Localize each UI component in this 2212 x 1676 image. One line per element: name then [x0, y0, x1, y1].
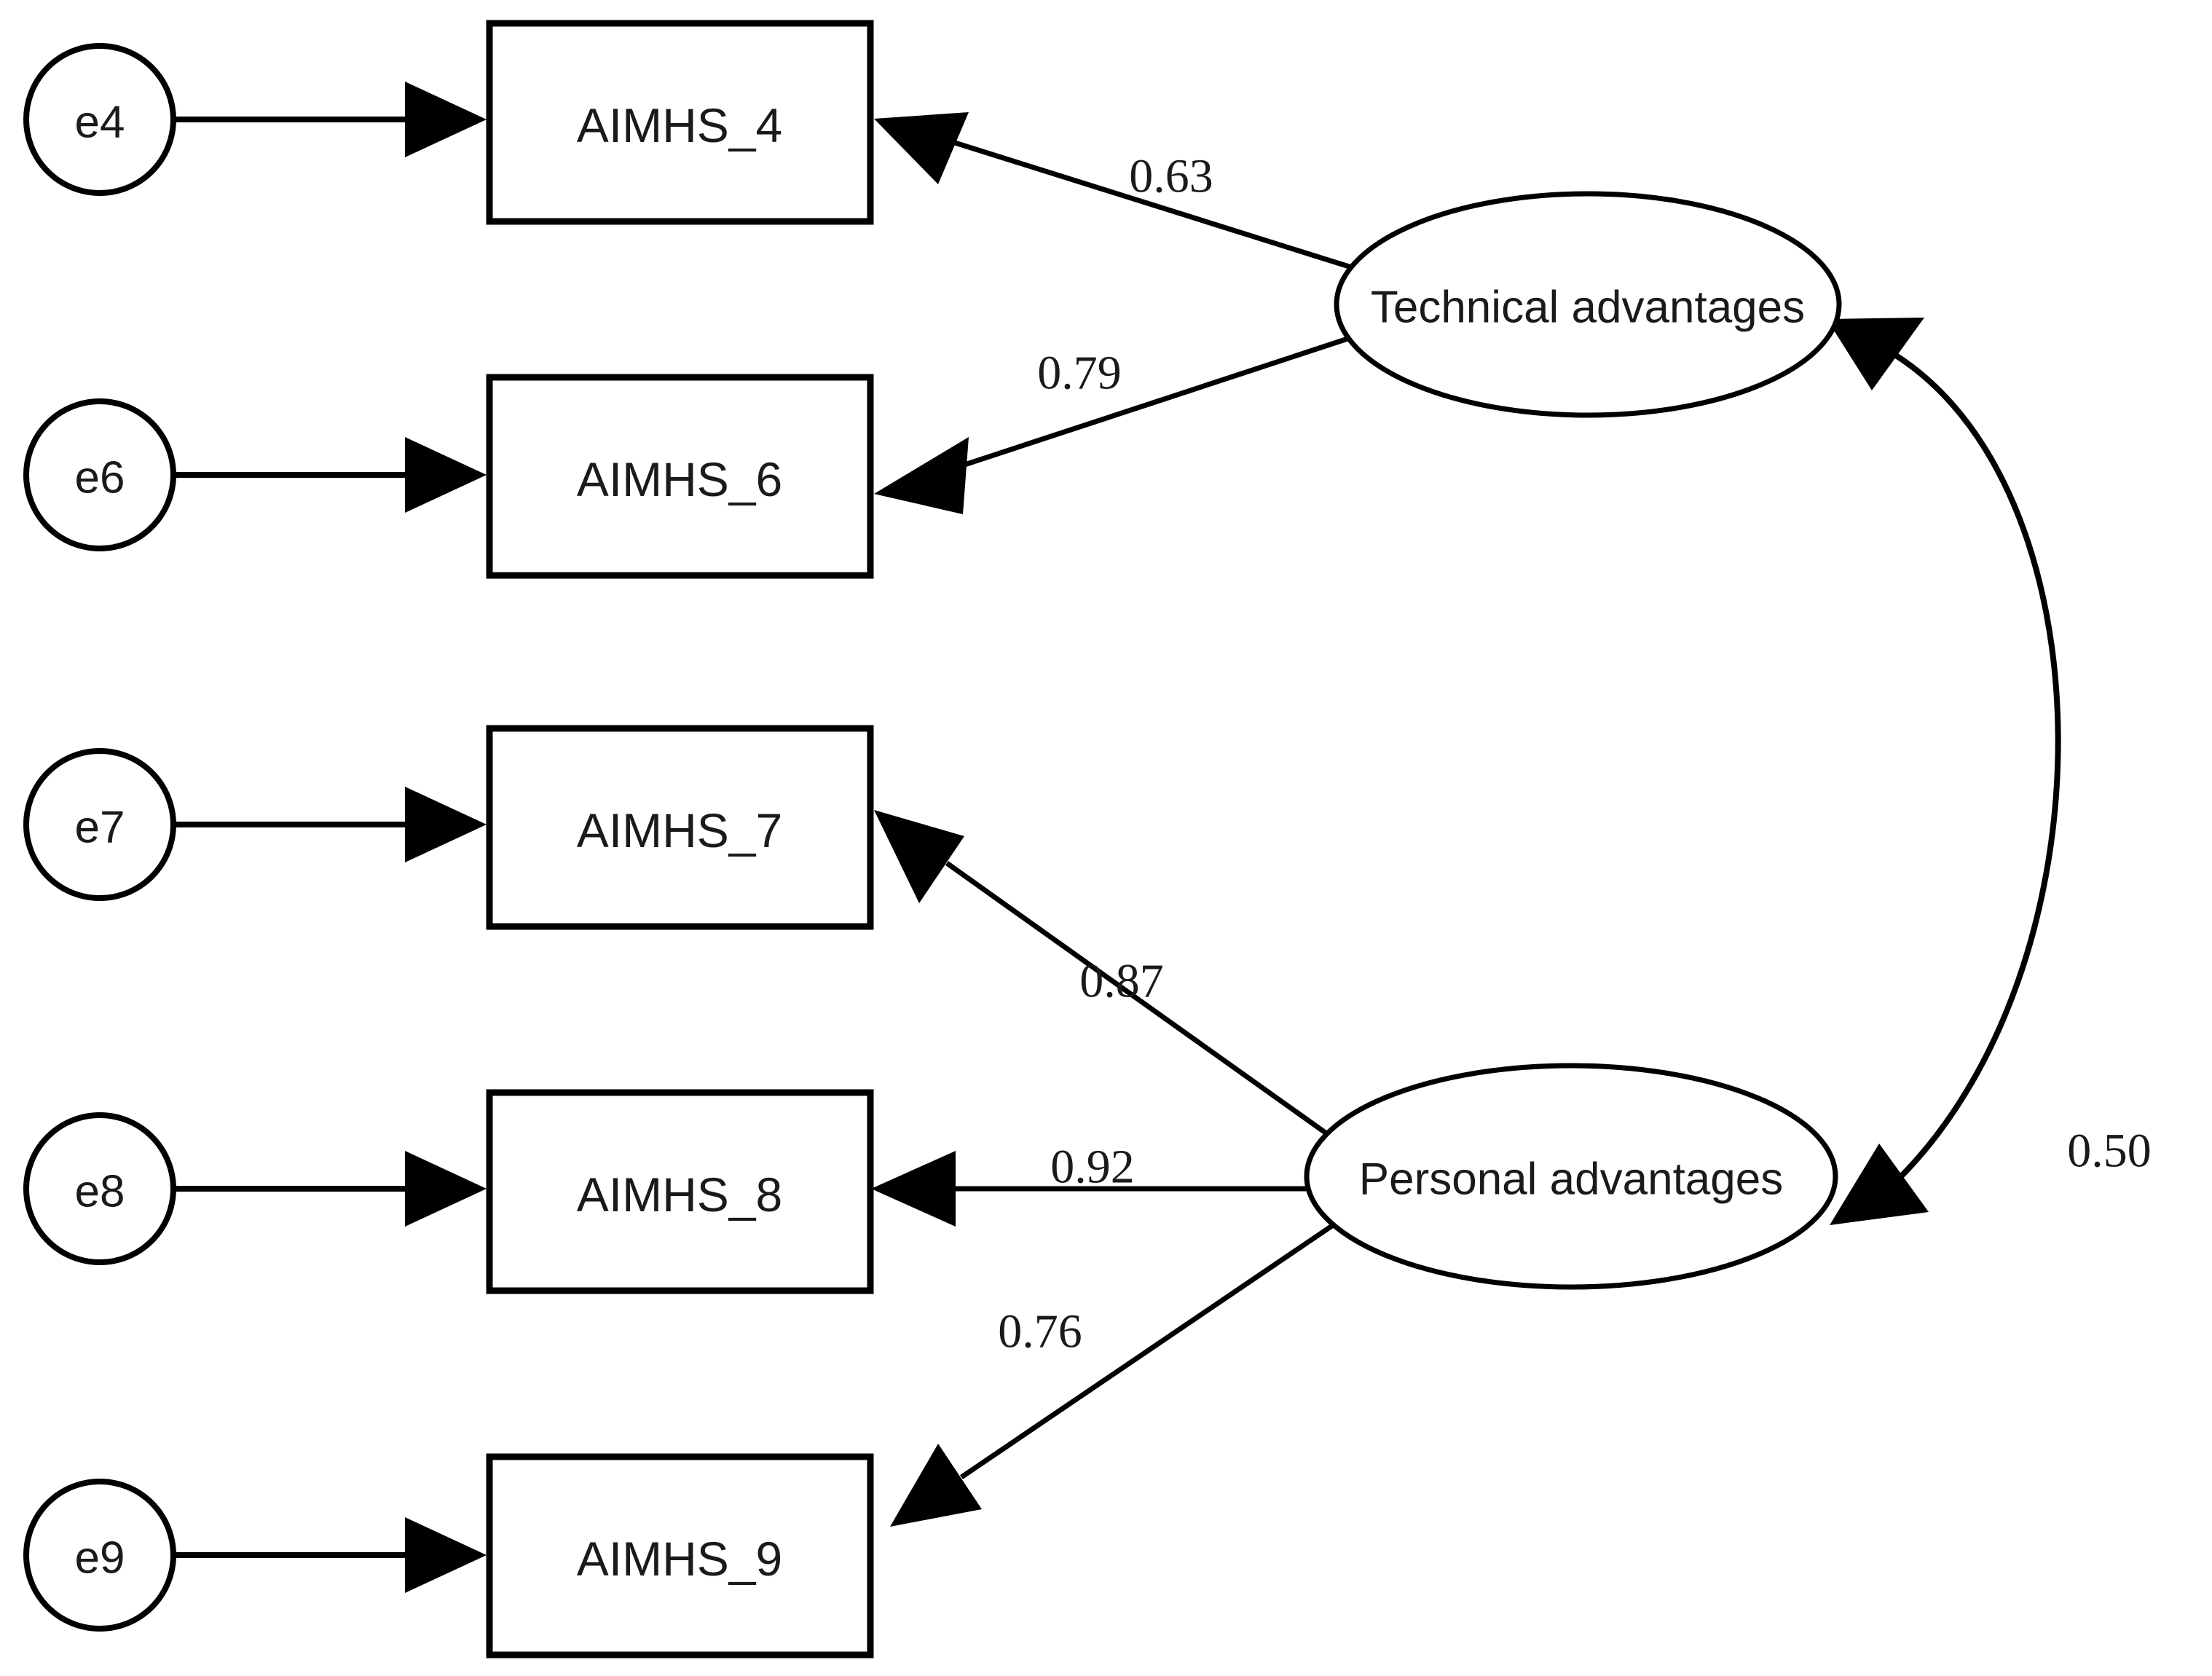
indicator-node-aimhs7[interactable]: AIMHS_7 [486, 725, 874, 930]
loading-path-line [945, 861, 1346, 1148]
arrowhead-icon [874, 810, 964, 903]
error-path-e6-aimhs6[interactable] [175, 437, 487, 513]
coefficient-label-covariance: 0.50 [2067, 1125, 2152, 1178]
loading-path-personal-aimhs9[interactable] [890, 1216, 1345, 1527]
loading-path-line [940, 135, 1385, 280]
error-circle [23, 398, 176, 551]
indicator-label: AIMHS_7 [577, 803, 782, 857]
arrowhead-icon [890, 1444, 982, 1527]
indicator-rect [486, 374, 874, 579]
indicator-rect [486, 725, 874, 930]
error-circle [23, 43, 176, 196]
covariance-path-technical-personal[interactable] [1827, 318, 2061, 1225]
arrowhead-icon [405, 1151, 487, 1227]
error-path-e8-aimhs8[interactable] [175, 1151, 487, 1227]
indicator-label: AIMHS_8 [577, 1168, 782, 1221]
indicator-label: AIMHS_6 [577, 452, 782, 506]
error-node-e7[interactable]: e7 [23, 748, 176, 901]
factor-node-technical-advantages[interactable]: Technical advantages [1334, 191, 1842, 418]
error-path-e4-aimhs4[interactable] [175, 82, 487, 157]
arrowhead-icon [1827, 318, 1924, 390]
factor-nodes-group: Technical advantages Personal advantages [1304, 191, 1842, 1290]
arrowhead-icon [405, 1517, 487, 1593]
indicator-label: AIMHS_9 [577, 1532, 782, 1586]
indicator-rect [486, 20, 874, 225]
arrowhead-icon [874, 437, 969, 514]
indicator-node-aimhs9[interactable]: AIMHS_9 [486, 1453, 874, 1659]
coefficient-labels-group: 0.63 0.79 0.87 0.92 0.76 0.50 [998, 150, 2152, 1358]
error-circle [23, 748, 176, 901]
coefficient-label-personal-aimhs8: 0.92 [1050, 1141, 1135, 1194]
arrowhead-icon [405, 82, 487, 157]
error-circle [23, 1112, 176, 1265]
loading-path-technical-aimhs6[interactable] [874, 326, 1378, 514]
arrowhead-icon [871, 1151, 956, 1227]
indicator-node-aimhs4[interactable]: AIMHS_4 [486, 20, 874, 225]
factor-ellipse [1304, 1063, 1838, 1290]
error-node-e9[interactable]: e9 [23, 1479, 176, 1632]
indicator-nodes-group: AIMHS_4 AIMHS_6 AIMHS_7 AIMHS_8 AIMHS_9 [486, 20, 874, 1659]
factor-ellipse [1334, 191, 1842, 418]
indicator-node-aimhs8[interactable]: AIMHS_8 [486, 1089, 874, 1294]
coefficient-label-personal-aimhs7: 0.87 [1079, 955, 1164, 1008]
coefficient-label-technical-aimhs6: 0.79 [1037, 347, 1122, 400]
factor-label: Personal advantages [1359, 1154, 1784, 1205]
arrowhead-icon [405, 437, 487, 513]
factor-label: Technical advantages [1371, 283, 1805, 333]
error-label: e6 [75, 453, 125, 503]
loading-path-technical-aimhs4[interactable] [874, 112, 1385, 280]
covariance-curve [1884, 347, 2061, 1186]
indicator-rect [486, 1089, 874, 1294]
indicator-label: AIMHS_4 [577, 98, 782, 152]
error-nodes-group: e4 e6 e7 e8 e9 [23, 43, 176, 1632]
error-label: e7 [75, 803, 125, 853]
arrowhead-icon [1830, 1144, 1929, 1225]
coefficient-label-technical-aimhs4: 0.63 [1129, 150, 1213, 203]
error-node-e6[interactable]: e6 [23, 398, 176, 551]
arrowhead-icon [405, 787, 487, 862]
error-path-e7-aimhs7[interactable] [175, 787, 487, 862]
loading-path-line [960, 1216, 1345, 1479]
loading-path-personal-aimhs7[interactable] [874, 810, 1346, 1148]
factor-node-personal-advantages[interactable]: Personal advantages [1304, 1063, 1838, 1290]
error-label: e8 [75, 1167, 125, 1217]
error-path-e9-aimhs9[interactable] [175, 1517, 487, 1593]
coefficient-label-personal-aimhs9: 0.76 [998, 1305, 1082, 1358]
error-path-group [175, 82, 487, 1593]
loading-path-group [871, 112, 1385, 1527]
error-circle [23, 1479, 176, 1632]
loading-path-line [945, 326, 1378, 473]
indicator-node-aimhs6[interactable]: AIMHS_6 [486, 374, 874, 579]
arrowhead-icon [874, 112, 969, 184]
error-node-e4[interactable]: e4 [23, 43, 176, 196]
error-node-e8[interactable]: e8 [23, 1112, 176, 1265]
loading-path-personal-aimhs8[interactable] [871, 1151, 1333, 1227]
indicator-rect [486, 1453, 874, 1659]
error-label: e9 [75, 1533, 125, 1583]
error-label: e4 [75, 98, 125, 148]
